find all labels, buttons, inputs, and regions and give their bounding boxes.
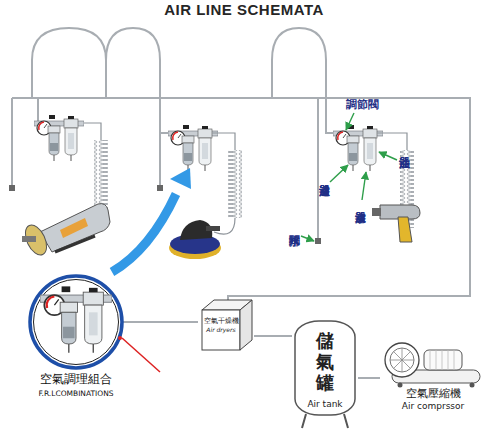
illustration	[228, 150, 242, 218]
frl-callout-circle-outline	[40, 286, 112, 352]
illustration	[55, 236, 95, 252]
illustration	[160, 132, 168, 134]
air-compressor-outline	[424, 350, 462, 370]
air-tank: 儲氣罐 Air tank	[292, 318, 358, 432]
illustration	[84, 123, 101, 140]
die-grinder	[21, 204, 110, 259]
illustration	[40, 204, 110, 252]
orbital-sander	[169, 220, 221, 259]
air-tank-outline	[302, 414, 348, 428]
illustration	[9, 185, 15, 191]
illustration	[315, 238, 321, 244]
dryer-label: 空氣干燥機	[202, 318, 240, 325]
coiled-hose	[94, 140, 414, 228]
illustration	[32, 28, 106, 98]
illustration	[112, 194, 176, 272]
air-compressor-outline	[390, 348, 414, 372]
air-dryer-box-outline	[202, 310, 240, 350]
illustration	[212, 133, 235, 150]
illustration	[60, 218, 88, 238]
illustration	[34, 115, 84, 161]
illustration	[21, 222, 51, 259]
air-compressor: 空氣壓縮機 Air comprssor	[380, 342, 486, 414]
illustration	[168, 125, 218, 171]
frl-callout-circle-outline	[30, 276, 122, 368]
diagram-title: AIR LINE SCHEMATA	[0, 1, 488, 18]
pipe-connector	[358, 377, 380, 379]
air-compressor-outline	[470, 383, 475, 388]
pipe-connector	[254, 335, 292, 337]
illustration	[379, 152, 397, 160]
frl-callout-circle-outline	[34, 280, 119, 365]
illustration	[330, 165, 348, 182]
tank-label-en: Air tank	[292, 400, 358, 410]
frl-callout-circle-outline	[118, 336, 122, 340]
illustration	[272, 28, 333, 133]
air-compressor-outline	[398, 383, 403, 388]
air-hose	[84, 123, 418, 234]
illustration	[346, 113, 354, 130]
illustration	[317, 98, 319, 240]
illustration	[11, 98, 13, 185]
illustration	[362, 172, 366, 200]
dryer-label-en: Air dryers	[202, 327, 240, 334]
callout-title: 空氣調理組合	[18, 373, 134, 386]
illustration	[301, 236, 314, 241]
compressor-label: 空氣壓縮機	[380, 388, 486, 400]
frl-callout-circle: 空氣調理組合 F.R.LCOMBINATIONS	[18, 272, 134, 420]
illustration	[372, 208, 381, 216]
impact-wrench	[372, 205, 420, 242]
compressor-label-en: Air comprssor	[380, 402, 486, 412]
frl-unit	[34, 115, 383, 171]
tank-label: 儲氣罐	[314, 330, 336, 393]
red-leader-line	[122, 338, 160, 372]
illustration	[37, 98, 39, 121]
callout-subtitle: F.R.LCOMBINATIONS	[18, 390, 134, 398]
illustration	[120, 321, 198, 323]
illustration	[22, 236, 36, 242]
air-dryer-box-outline	[198, 298, 254, 354]
part-label: 調節閥	[346, 99, 379, 111]
illustration	[206, 226, 220, 231]
illustration	[333, 125, 383, 171]
illustration	[106, 28, 160, 185]
air-compressor-outline	[390, 348, 414, 372]
illustration	[157, 185, 163, 191]
illustration	[12, 98, 470, 300]
air-compressor-outline	[385, 343, 419, 377]
illustration	[170, 168, 191, 189]
air-dryer-box: 空氣干燥機 Air dryers	[198, 298, 254, 354]
blue-pointer-arrow	[112, 168, 191, 272]
green-leader-arrow	[301, 113, 397, 241]
illustration	[377, 133, 407, 150]
illustration	[398, 217, 412, 242]
air-dryer-box-outline	[240, 300, 252, 350]
air-compressor-outline	[430, 350, 454, 370]
